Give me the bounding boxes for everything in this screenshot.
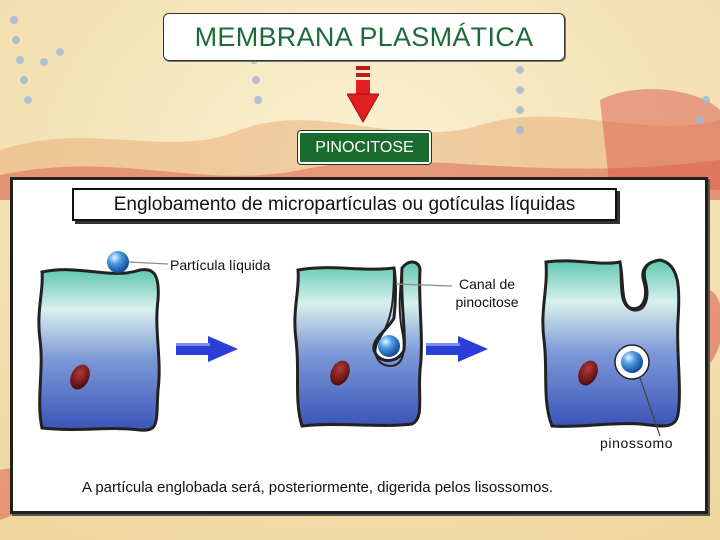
process-label: PINOCITOSE (298, 131, 431, 164)
cell-3 (541, 258, 681, 428)
arrow-right-icon-2 (426, 336, 488, 362)
cell-1 (37, 268, 161, 432)
nucleus-3 (578, 360, 598, 386)
cell-2 (293, 260, 423, 428)
diagram-caption: A partícula englobada será, posteriormen… (82, 479, 554, 496)
nucleus-2 (330, 360, 350, 386)
liquid-particle-2 (378, 335, 400, 357)
arrow-right-icon (176, 336, 238, 362)
diagram-heading: Englobamento de micropartículas ou gotíc… (72, 188, 617, 221)
liquid-particle (107, 251, 129, 273)
nucleus-1 (70, 364, 90, 390)
particle-label: Partícula líquida (170, 257, 271, 273)
pinosome-label: pinossomo (600, 435, 674, 451)
pinosome-particle (621, 351, 643, 373)
channel-label: Canal de pinocitose (455, 276, 519, 310)
arrow-down-icon (347, 66, 379, 124)
page-title: MEMBRANA PLASMÁTICA (163, 13, 565, 61)
